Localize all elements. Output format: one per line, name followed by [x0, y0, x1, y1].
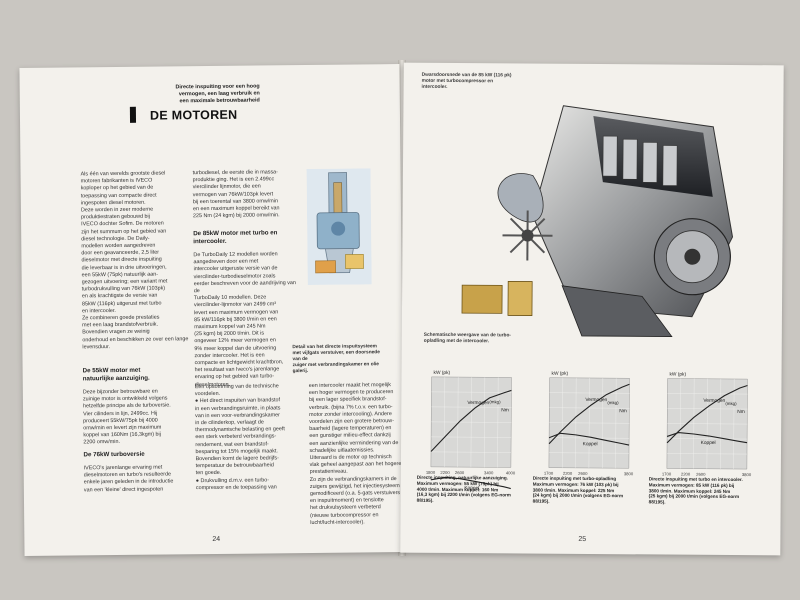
engine-caption-bottom: Schematische weergave van de turbo- opla…	[423, 332, 512, 345]
chart-3-x-tick-label: 2200	[681, 472, 691, 477]
chart-3-annotation-koppel: Koppel	[701, 440, 716, 446]
chart-1-gridline	[497, 377, 499, 468]
chart-1-annotation-koppel: Koppel	[464, 485, 479, 491]
chart-3-x-tick-label: 3800	[742, 472, 752, 477]
paragraph-76kw: IVECO's jarenlange ervaring met dieselmo…	[83, 464, 174, 493]
chart-1-x-tick-label: 2600	[455, 470, 465, 475]
paragraph-advantages: Een opsomming van de technische voordele…	[194, 383, 285, 492]
intro-paragraph: Als één van werelds grootste diesel moto…	[80, 170, 189, 351]
chart-3-annotation-mkg: (mkg)	[725, 401, 737, 406]
chart-3-ylabel-right: Nm	[737, 409, 745, 415]
chart-2-series-koppel-line	[548, 432, 630, 446]
page-title: DE MOTOREN	[149, 107, 238, 123]
column3-paragraph: een intercooler maakt het mogelijk een h…	[308, 382, 402, 526]
right-page: Dwarsdoorsnede van de 85 kW (116 pk) mot…	[400, 62, 784, 556]
chart-3-series-koppel-line	[666, 432, 748, 444]
chart-2-annotation-mkg: (mkg)	[607, 400, 619, 405]
subheading-76kw: De 76kW turboversie	[83, 450, 145, 459]
chart-2-series-vermogen-line	[548, 383, 630, 445]
chart-1-x-tick-label: 3400	[484, 470, 494, 475]
chart-1-x-tick-label: 4000	[506, 470, 516, 475]
subheading-85kw: De 85kW motor met turbo en intercooler.	[193, 229, 278, 246]
injection-photo-caption: Detail van het directe inspuitsysteem me…	[292, 344, 380, 375]
chart-2-x-tick-label: 2600	[578, 471, 588, 476]
chart-3-x-tick-label: 2600	[696, 472, 706, 477]
title-marker	[129, 106, 137, 123]
chart-2-gridline	[615, 378, 617, 469]
chart-2-x-tick-label: 2200	[563, 471, 573, 476]
engine-cutaway-illustration	[461, 105, 734, 337]
page-number-right: 25	[578, 535, 587, 543]
page-number-left: 24	[212, 535, 221, 544]
chart-2-ylabel: kW (pk)	[552, 371, 569, 377]
chart-2-x-tick-label: 3800	[624, 471, 634, 476]
chart-3-x-tick-label: 1700	[662, 471, 672, 476]
paragraph-85kw: De TurboDaily 12 modellen worden aangedr…	[193, 251, 296, 388]
chart-caption-3: Directe inspuiting met turbo en intercoo…	[648, 476, 743, 505]
chart-1-annotation-vermogen: Vermogen	[467, 400, 489, 406]
chart-2-annotation-vermogen: Vermogen	[585, 397, 607, 403]
chart-2-ylabel-right: Nm	[619, 408, 627, 414]
chart-2-annotation-koppel: Koppel	[583, 441, 598, 447]
chart-3-ylabel: kW (pk)	[670, 372, 687, 378]
injection-system-illustration	[306, 168, 372, 285]
chart-3-gridline	[733, 378, 735, 469]
chart-3-annotation-vermogen: Vermogen	[703, 398, 725, 404]
chart-3-series-vermogen-line	[666, 384, 748, 444]
chart-1-x-tick-label: 2200	[440, 470, 450, 475]
chart-2-x-tick-label: 1700	[544, 471, 554, 476]
paragraph-55kw: Deze bijzonder betrouwbare en zuinige mo…	[82, 388, 171, 446]
chart-caption-1: Directe inspuiting, natuurlijke aanzuigi…	[416, 474, 511, 504]
chart-caption-2: Directe inspuiting met turbo-opladling M…	[532, 475, 624, 504]
chart-1-series-vermogen-line	[430, 389, 512, 452]
chart-1-ylabel: kW (pk)	[434, 370, 451, 376]
subheading-55kw: De 55kW motor met natuurlijke aanzuiging…	[82, 366, 150, 383]
chart-1-series-koppel-line	[430, 476, 511, 490]
chart-1-ylabel-right: Nm	[501, 407, 509, 413]
chart-1-annotation-mkg: (mkg)	[489, 399, 501, 404]
section-kicker: Directe inspuiting voor een hoog vermoge…	[175, 83, 260, 105]
column2-top: turbodiesel, de eerste die in massa- pro…	[192, 169, 280, 220]
left-page: Directe inspuiting voor een hoog vermoge…	[19, 64, 405, 556]
chart-1-x-tick-label: 1800	[426, 470, 436, 475]
